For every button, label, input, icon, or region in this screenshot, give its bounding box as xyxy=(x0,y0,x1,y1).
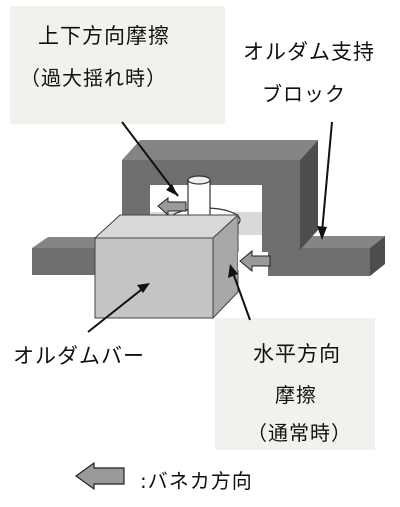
oldham-bar-right-end-side xyxy=(370,236,385,276)
leader-arrowhead-vertical-friction xyxy=(166,184,178,196)
oldham-bar-left-end xyxy=(32,248,95,275)
leader-arrowhead-horizontal-friction xyxy=(228,264,238,278)
label-box-vertical-friction xyxy=(10,6,225,124)
support-block-right-pillar xyxy=(262,185,300,258)
leader-line-vertical-friction xyxy=(121,121,179,197)
oldham-bar-side xyxy=(212,213,239,320)
leader-line-support-block xyxy=(321,121,333,233)
label-support-block-line2: ブロック xyxy=(262,82,346,106)
legend-arrow-icon xyxy=(74,461,125,491)
support-block-back-wall xyxy=(122,160,300,185)
label-oldham-bar: オルダムバー xyxy=(13,344,145,368)
label-horizontal-friction-line1: 水平方向 xyxy=(253,342,341,366)
label-vertical-friction-line1: 上下方向摩擦 xyxy=(38,24,170,48)
slider-pin xyxy=(187,179,211,221)
support-block-top xyxy=(122,140,318,160)
legend-text: :バネカ方向 xyxy=(140,469,253,493)
label-horizontal-friction-line3: （通常時） xyxy=(247,421,352,445)
leader-line-horizontal-friction xyxy=(231,269,251,321)
oldham-bar-front xyxy=(94,237,214,319)
spring-force-arrow-pin xyxy=(157,196,187,217)
support-block-right-side xyxy=(300,140,318,250)
oldham-bar-left-end-top xyxy=(32,237,110,248)
leader-arrowhead-support-block xyxy=(317,226,327,240)
label-support-block-line1: オルダム支持 xyxy=(243,40,375,64)
spring-force-arrow-horizontal xyxy=(239,249,271,273)
support-block-left-pillar xyxy=(122,185,150,215)
leader-arrowhead-oldham-bar xyxy=(137,283,150,293)
label-box-horizontal-friction xyxy=(215,318,375,450)
label-vertical-friction-line2: （過大揺れ時） xyxy=(20,66,167,90)
label-horizontal-friction-line2: 摩擦 xyxy=(275,383,317,407)
leader-line-oldham-bar xyxy=(87,285,147,333)
slider-pin-top xyxy=(187,175,211,185)
